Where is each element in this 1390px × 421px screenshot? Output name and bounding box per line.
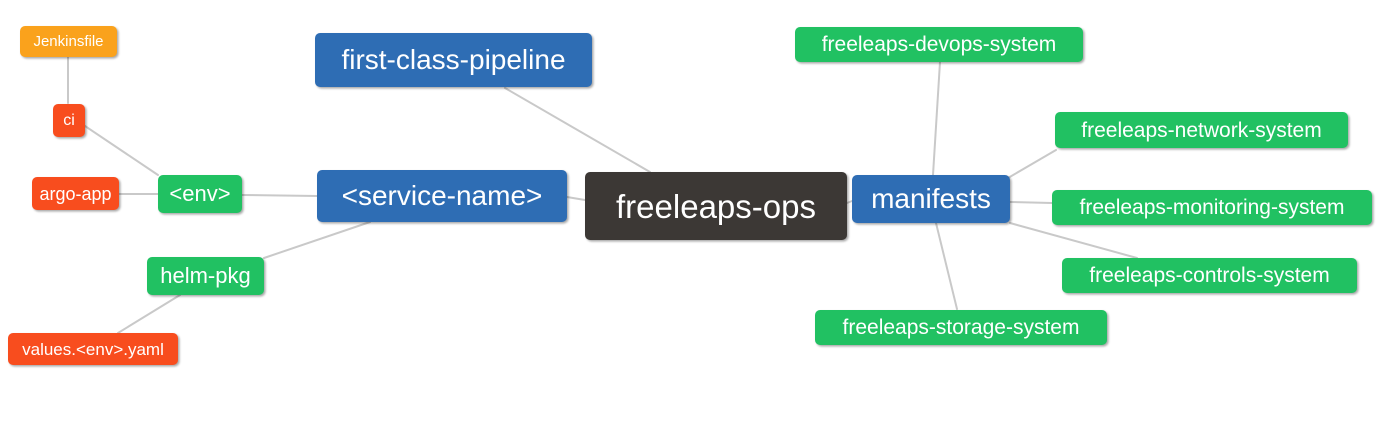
- edge-service-name-ops: [566, 196, 586, 201]
- edge-helm-pkg-values: [117, 294, 181, 334]
- edge-env-service-name: [241, 194, 318, 197]
- edge-first-class-pipeline-ops: [504, 87, 651, 173]
- node-freeleaps-ops[interactable]: freeleaps-ops: [585, 172, 847, 240]
- node-helm-pkg[interactable]: helm-pkg: [147, 257, 264, 295]
- node-manifests[interactable]: manifests: [852, 175, 1010, 223]
- edge-ops-manifests: [846, 200, 853, 204]
- node-env[interactable]: <env>: [158, 175, 242, 213]
- node-monitoring-system[interactable]: freeleaps-monitoring-system: [1052, 190, 1372, 225]
- node-ci[interactable]: ci: [53, 104, 85, 137]
- node-devops-system[interactable]: freeleaps-devops-system: [795, 27, 1083, 62]
- edge-ci-env: [84, 125, 159, 176]
- edge-manifests-storage-system: [935, 222, 958, 310]
- node-storage-system[interactable]: freeleaps-storage-system: [815, 310, 1107, 345]
- edge-manifests-devops-system: [932, 61, 941, 176]
- edge-manifests-controls-system: [1009, 222, 1138, 259]
- node-jenkinsfile[interactable]: Jenkinsfile: [20, 26, 117, 57]
- edge-service-name-helm-pkg: [263, 221, 371, 259]
- node-argo-app[interactable]: argo-app: [32, 177, 119, 210]
- node-values-env-yaml[interactable]: values.<env>.yaml: [8, 333, 178, 365]
- edge-manifests-network-system: [1007, 149, 1057, 179]
- node-first-class-pipeline[interactable]: first-class-pipeline: [315, 33, 592, 87]
- node-controls-system[interactable]: freeleaps-controls-system: [1062, 258, 1357, 293]
- node-network-system[interactable]: freeleaps-network-system: [1055, 112, 1348, 148]
- node-service-name[interactable]: <service-name>: [317, 170, 567, 222]
- edge-manifests-monitoring-system: [1009, 201, 1053, 204]
